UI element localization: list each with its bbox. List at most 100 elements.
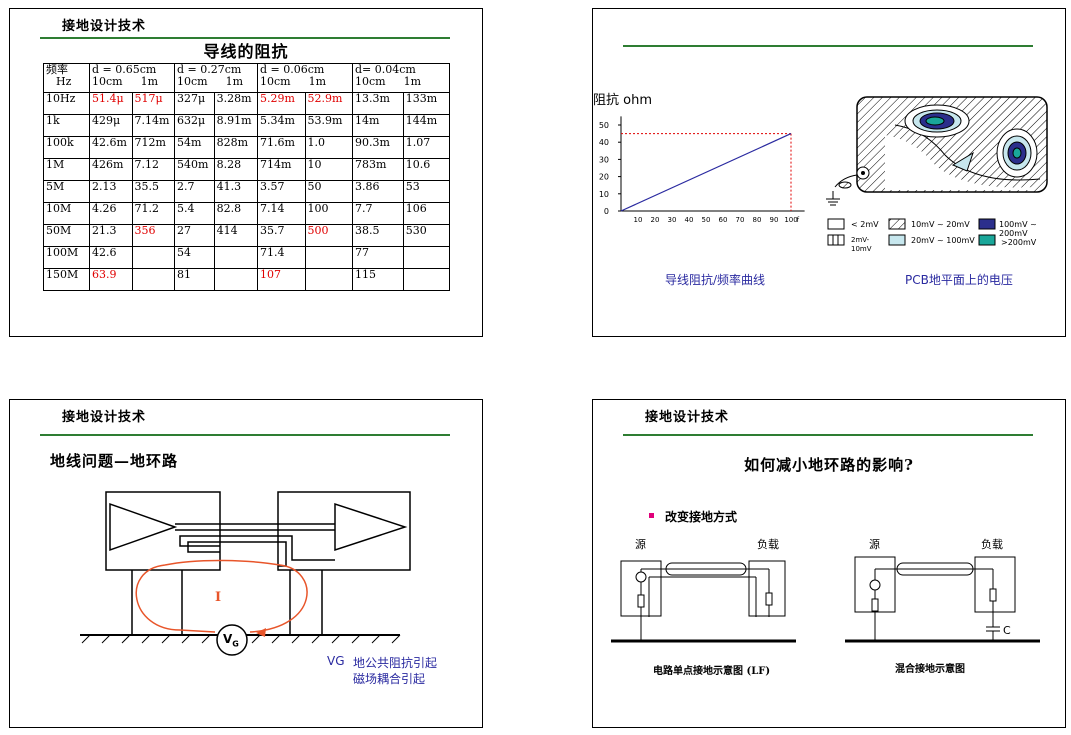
impedance-cell [131,268,175,291]
impedance-cell [402,268,451,291]
impedance-cell: 133m [402,92,451,115]
freq-cell: 100k [43,136,90,159]
impedance-cell: 51.4μ [89,92,133,115]
impedance-cell: 71.2 [131,202,175,225]
impedance-cell: 3.28m [213,92,259,115]
impedance-cell: 8.28 [213,158,259,181]
x-tick-label: 90 [770,216,779,224]
y-tick-label: 0 [604,207,609,216]
freq-cell: 5M [43,180,90,203]
legend-lt-2mv: < 2mV [851,220,879,229]
vg-source-label: VG [223,632,239,649]
vg-label: VG [327,654,345,668]
impedance-cell [304,268,353,291]
impedance-cell: 3.57 [257,180,306,203]
impedance-cell: 90.3m [352,136,404,159]
impedance-cell: 5.4 [174,202,215,225]
slide-ground-loop[interactable]: 接地设计技术 地线问题—地环路 VG I VG [9,399,483,728]
caption-single-point: 电路单点接地示意图 (LF) [653,666,771,677]
x-tick-label: 80 [753,216,762,224]
y-tick-label: 40 [599,138,609,147]
impedance-cell: 144m [402,114,451,137]
freq-cell: 1M [43,158,90,181]
x-tick-label: 100 [784,216,797,224]
impedance-cell: 35.5 [131,180,175,203]
x-tick-label: 60 [719,216,728,224]
impedance-cell [213,246,259,269]
source-label-left: 源 [635,538,646,551]
slide-reduce-ground-loop[interactable]: 接地设计技术 如何减小地环路的影响? 改变接地方式 源 负载 源 负载 [592,399,1066,728]
impedance-cell: 100 [304,202,353,225]
legend-10mv: 10mV [851,245,872,253]
x-tick-label: f [797,216,800,224]
freq-cell: 100M [43,246,90,269]
impedance-cell [131,246,175,269]
caption-hybrid: 混合接地示意图 [895,664,965,675]
impedance-cell: 2.13 [89,180,133,203]
impedance-cell: 77 [352,246,404,269]
freq-cell: 1k [43,114,90,137]
freq-cell: 50M [43,224,90,247]
impedance-cell: 14m [352,114,404,137]
impedance-cell: 2.7 [174,180,215,203]
impedance-cell: 52.9m [304,92,353,115]
impedance-cell: 517μ [131,92,175,115]
pcb-voltage-map [826,96,1048,206]
single-point-ground-diagram [611,560,796,643]
current-label: I [215,590,222,605]
impedance-cell: 54 [174,246,215,269]
impedance-cell: 5.34m [257,114,306,137]
header-divider [40,37,450,39]
impedance-cell: 1.0 [304,136,353,159]
impedance-cell: 828m [213,136,259,159]
slide-header: 接地设计技术 [62,410,147,425]
impedance-cell: 10 [304,158,353,181]
y-axis-label: 阻抗 ohm [593,93,652,108]
legend-2mv: 2mV- [851,236,870,244]
impedance-cell: 81 [174,268,215,291]
impedance-cell: 42.6m [89,136,133,159]
impedance-cell: 82.8 [213,202,259,225]
bullet-text: 改变接地方式 [665,510,738,524]
impedance-cell: 500 [304,224,353,247]
impedance-cell: 7.7 [352,202,404,225]
y-tick-label: 10 [599,190,609,199]
y-tick-label: 20 [599,173,609,182]
header-divider [40,434,450,436]
impedance-cell [304,246,353,269]
x-tick-label: 50 [702,216,711,224]
impedance-cell: 35.7 [257,224,306,247]
impedance-cell: 1.07 [402,136,451,159]
slide-header: 接地设计技术 [62,19,147,34]
impedance-cell: 38.5 [352,224,404,247]
impedance-cell: 107 [257,268,306,291]
impedance-cell: 106 [402,202,451,225]
x-tick-label: 10 [634,216,643,224]
impedance-cell: 5.29m [257,92,306,115]
impedance-cell: 3.86 [352,180,404,203]
slide-title: 地线问题—地环路 [50,452,179,470]
load-label-left: 负载 [757,538,779,551]
impedance-cell: 8.91m [213,114,259,137]
legend-20-100mv: 20mV ~ 100mV [911,236,975,245]
impedance-cell: 63.9 [89,268,133,291]
impedance-cell: 712m [131,136,175,159]
bullet-marker [649,513,654,518]
impedance-cell: 53.9m [304,114,353,137]
slide-title: 如何减小地环路的影响? [744,456,914,474]
freq-cell: 150M [43,268,90,291]
impedance-cell: 7.14 [257,202,306,225]
impedance-cell [213,268,259,291]
